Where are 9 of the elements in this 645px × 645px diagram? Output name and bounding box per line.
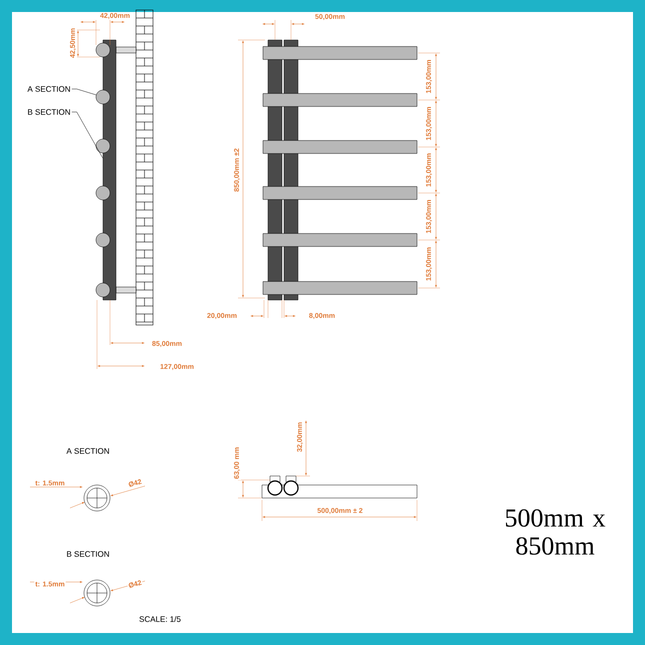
section-title: B SECTION — [65, 550, 111, 558]
leader-line — [72, 112, 103, 158]
scale-note: SCALE: 1/5 — [138, 615, 182, 623]
leader-line — [72, 88, 96, 96]
section-label: B SECTION — [28, 109, 70, 115]
section-title: A SECTION — [65, 447, 111, 455]
rail-end — [96, 90, 110, 104]
section-label: A SECTION — [27, 86, 70, 92]
size-caption: 500mm x 850mm — [506, 509, 606, 555]
